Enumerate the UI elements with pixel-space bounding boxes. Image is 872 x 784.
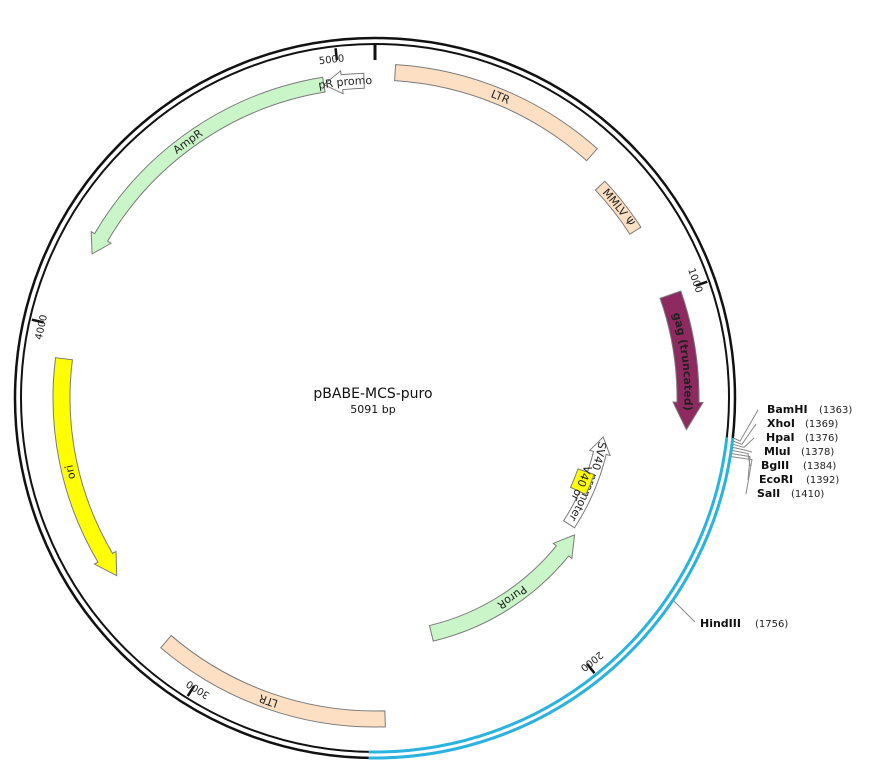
- feature-ori: [52, 357, 118, 577]
- site-bglii-name: BglII: [761, 459, 789, 472]
- label-path-puror: [431, 533, 572, 630]
- plasmid-length: 5091 bp: [350, 403, 395, 416]
- site-bamhi-position: (1363): [819, 405, 852, 416]
- feature-ampr-promoter: [322, 69, 365, 95]
- feature-label-mmlv: MMLV Ψ: [600, 186, 638, 229]
- site-leader-xhoi: [733, 423, 757, 445]
- site-bglii-position: (1384): [803, 461, 836, 472]
- tick-mark-5000: [334, 48, 339, 61]
- tick-label-4000: 4000: [34, 314, 50, 341]
- tick-label-1000: 1000: [685, 267, 704, 295]
- site-hpai-position: (1376): [805, 433, 838, 444]
- restriction-sites: BamHI (1363) XhoI (1369) HpaI (1376) Mlu…: [673, 403, 852, 630]
- feature-ltr-1: [394, 64, 598, 162]
- tick-mark-3000: [186, 685, 196, 697]
- feature-ltr-2: [160, 634, 386, 728]
- feature-mmlv: [594, 180, 642, 235]
- site-xhoi-position: (1369): [805, 419, 838, 430]
- site-leader-mlui: [732, 446, 753, 453]
- site-ecori-position: (1392): [806, 475, 839, 486]
- tick-mark-4000: [31, 318, 44, 324]
- tick-mark-1000: [695, 280, 708, 287]
- site-leader-bamhi: [733, 409, 759, 442]
- feature-gag: [659, 290, 704, 431]
- site-leader-sali: [731, 456, 753, 495]
- feature-ampr: [90, 76, 326, 255]
- site-sali-position: (1410): [791, 489, 824, 500]
- mcs-highlight-region: [368, 437, 735, 760]
- center-label: pBABE-MCS-puro 5091 bp: [313, 386, 432, 416]
- site-hpai-name: HpaI: [766, 431, 795, 444]
- label-path-ampr: [95, 88, 324, 255]
- feature-puror: [428, 534, 576, 642]
- site-mlui-position: (1378): [801, 447, 834, 458]
- tick-mark-2000: [586, 663, 596, 674]
- highlight-arc-1: [368, 437, 735, 760]
- feature-label-ori: ori: [62, 464, 78, 481]
- site-xhoi-name: XhoI: [767, 417, 795, 430]
- site-ecori-name: EcoRI: [759, 473, 793, 486]
- feature-label-ltr-2: LTR: [257, 691, 280, 710]
- site-sali-name: SalI: [757, 487, 780, 500]
- plasmid-name: pBABE-MCS-puro: [313, 386, 432, 402]
- site-mlui-name: MluI: [764, 445, 791, 458]
- site-leader-hindiii: [673, 600, 696, 623]
- site-leader-lines: [673, 409, 759, 623]
- highlight-arc-2: [368, 437, 729, 754]
- site-leader-ecori: [731, 453, 751, 481]
- site-hindiii-name: HindIII: [700, 617, 741, 630]
- site-hindiii-position: (1756): [755, 619, 788, 630]
- feature-sv40-ori: [569, 468, 595, 496]
- tick-label-5000: 5000: [318, 53, 345, 67]
- feature-label-sv40-ori: SV40 ori: [0, 0, 594, 503]
- site-bamhi-name: BamHI: [767, 403, 808, 416]
- site-leader-hpai: [732, 437, 755, 448]
